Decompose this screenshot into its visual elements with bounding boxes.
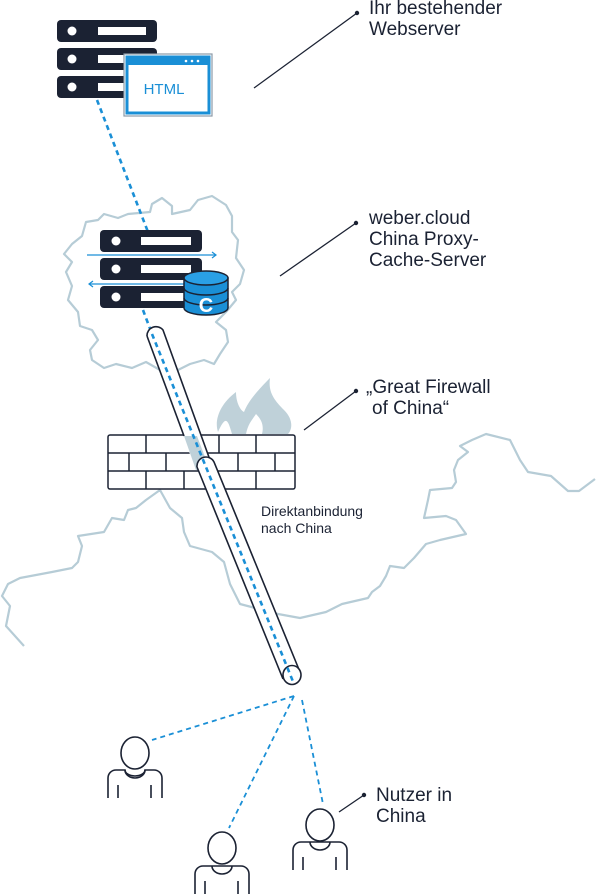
user-icon	[194, 831, 250, 894]
connection-label-line-2: nach China	[261, 520, 332, 536]
users-label-line-2: China	[376, 806, 426, 827]
webserver-label: Ihr bestehender Webserver	[369, 0, 502, 40]
china-map-outline	[0, 432, 596, 647]
webserver-label-line-1: Ihr bestehender	[369, 0, 503, 19]
users-label-line-1: Nutzer in	[376, 785, 453, 806]
firewall-label-line-1: „Great Firewall	[366, 377, 491, 398]
connection-label-line-1: Direktanbindung	[261, 503, 363, 519]
proxy-label: weber.cloud China Proxy- Cache-Server	[369, 208, 486, 271]
html-window-text: HTML	[144, 81, 185, 98]
proxy-server-rack-icon	[100, 230, 202, 308]
dotted-link-user-1	[151, 695, 295, 741]
germany-map-outline	[62, 194, 246, 374]
dotted-link-user-3	[301, 699, 324, 805]
users-label: Nutzer in China	[376, 785, 452, 827]
webserver-label-pointer	[253, 12, 358, 89]
cache-database-icon: C	[183, 270, 229, 317]
user-icon	[107, 736, 163, 798]
proxy-label-line-3: Cache-Server	[369, 250, 487, 271]
browser-window-icon: HTML	[123, 53, 213, 117]
users-label-dot	[361, 792, 367, 798]
users-label-pointer	[338, 794, 365, 813]
firewall-label: „Great Firewall of China“	[366, 377, 491, 419]
flame-icon	[216, 378, 292, 434]
firewall-label-line-2: of China“	[372, 398, 450, 419]
firewall-label-dot	[353, 388, 359, 394]
user-icon	[292, 808, 348, 870]
proxy-label-pointer	[279, 222, 357, 277]
dotted-link-webserver-proxy	[95, 99, 150, 233]
user-distribution-links	[151, 695, 324, 829]
proxy-label-dot	[353, 220, 359, 226]
dotted-link-user-2	[228, 695, 295, 829]
webserver-label-dot	[354, 10, 360, 16]
cache-letter: C	[199, 295, 213, 317]
proxy-label-line-1: weber.cloud	[369, 208, 471, 229]
sync-arrows-icon	[87, 251, 217, 288]
proxy-label-line-2: China Proxy-	[369, 229, 479, 250]
connection-label: Direktanbindung nach China	[261, 503, 363, 537]
webserver-label-line-2: Webserver	[369, 19, 461, 40]
firewall-label-pointer	[303, 390, 357, 431]
